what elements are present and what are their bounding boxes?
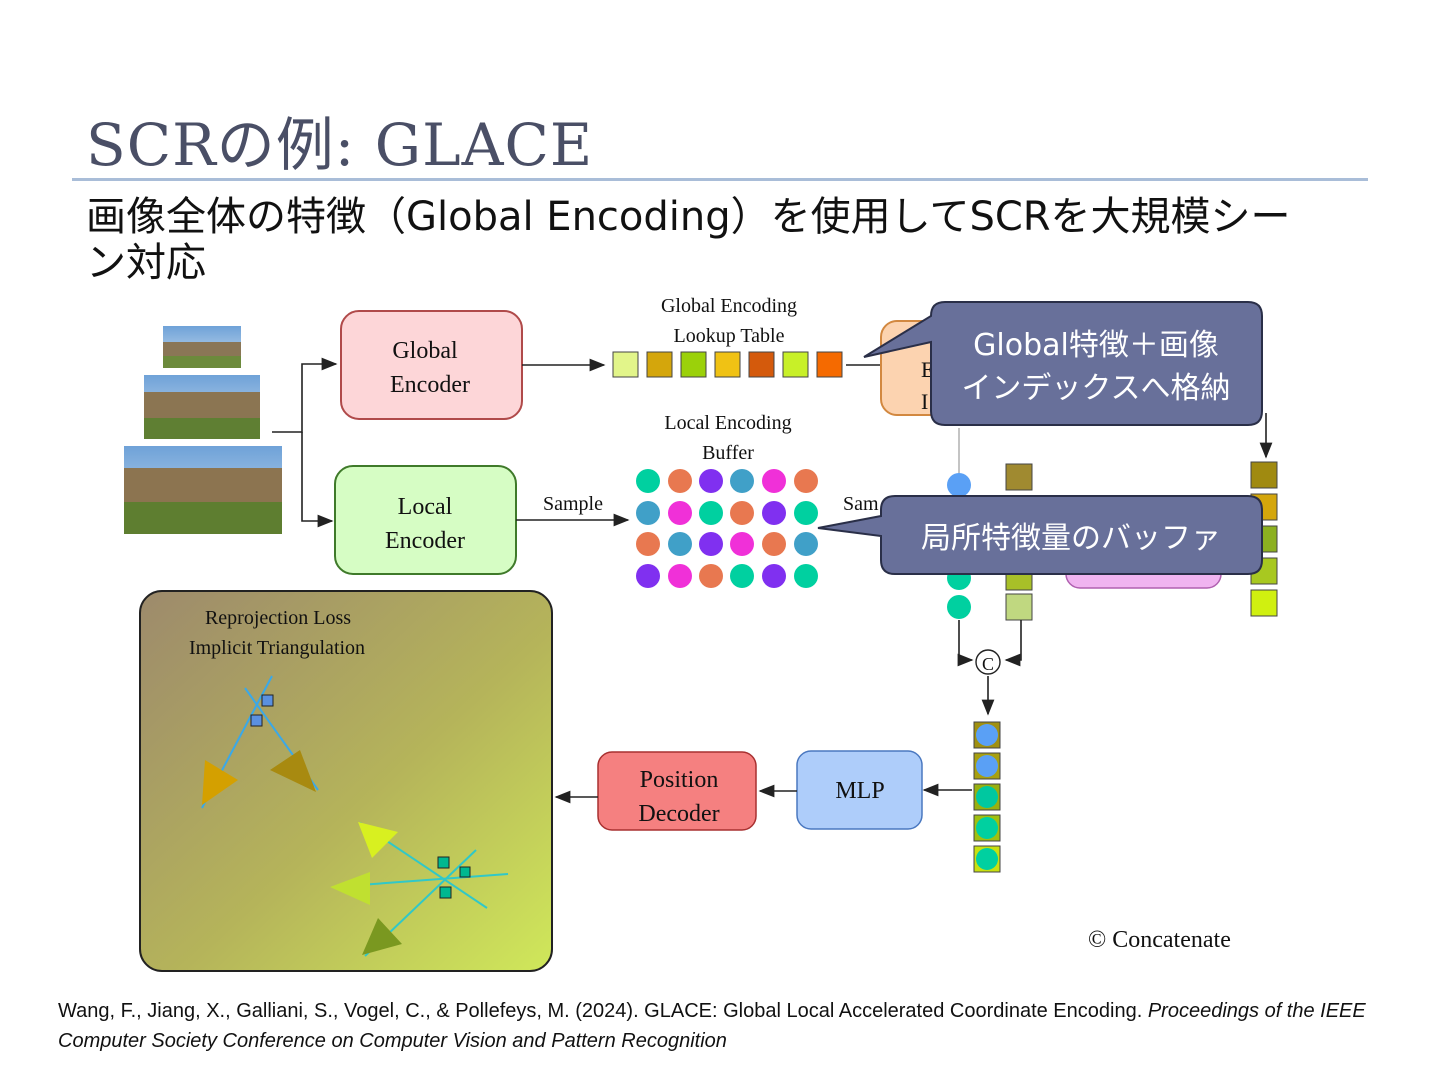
loss-label-1: Reprojection Loss (205, 607, 351, 629)
loss-label-2: Implicit Triangulation (189, 637, 365, 659)
concatenated-features (973, 721, 1001, 873)
callout-global: Global特徴＋画像 インデックスへ格納 (863, 301, 1263, 426)
concatenate-legend: © Concatenate (1088, 927, 1231, 953)
local-buffer-label-2: Buffer (702, 442, 754, 464)
slide-title: SCRの例: GLACE (86, 111, 594, 179)
callout-global-line-2: インデックスへ格納 (961, 371, 1230, 406)
input-branch-arrows (272, 357, 338, 528)
global-encoder-label-2: Encoder (390, 372, 470, 398)
global-lookup-table (612, 351, 843, 378)
hidden-box-text-2: I (921, 389, 928, 414)
global-table-label-1: Global Encoding (661, 295, 797, 317)
input-image-2 (144, 375, 260, 439)
position-decoder-label-2: Decoder (638, 801, 719, 827)
sampled-local-features (947, 473, 971, 619)
callout-local: 局所特徴量のバッファ (817, 495, 1263, 575)
citation-authors: Wang, F., Jiang, X., Galliani, S., Vogel… (58, 1000, 1148, 1022)
citation: Wang, F., Jiang, X., Galliani, S., Vogel… (58, 996, 1388, 1056)
position-decoder-box: Position Decoder (597, 751, 757, 831)
input-image-1 (163, 326, 241, 368)
slide-subtitle: 画像全体の特徴（Global Encoding）を使用してSCRを大規模シーン対… (86, 194, 1291, 286)
global-table-label-2: Lookup Table (674, 325, 785, 347)
reprojection-loss-panel: Reprojection Loss Implicit Triangulation (139, 590, 553, 972)
sample-label: Sample (543, 493, 603, 515)
concat-symbol (975, 649, 1001, 675)
callout-global-line-1: Global特徴＋画像 (973, 328, 1219, 363)
input-image-3 (124, 446, 282, 534)
concat-merge (957, 620, 1022, 716)
position-decoder-label-1: Position (640, 767, 719, 793)
global-encoder-label-1: Global (392, 338, 458, 364)
local-encoder-label-1: Local (398, 494, 453, 520)
mlp-box: MLP (796, 750, 923, 830)
mlp-label: MLP (835, 778, 884, 804)
callout-local-line-1: 局所特徴量のバッファ (921, 521, 1221, 556)
citation-venue: Proceedings of the IEEE Computer Society… (58, 1000, 1366, 1052)
local-encoding-buffer (636, 469, 818, 588)
title-divider (72, 178, 1368, 181)
local-encoder-box: Local Encoder (334, 465, 517, 575)
local-encoder-label-2: Encoder (385, 528, 465, 554)
global-encoder-box: Global Encoder (340, 310, 523, 420)
local-buffer-label-1: Local Encoding (664, 412, 791, 434)
concat-symbol-label: C (982, 654, 994, 674)
sample-label-partial: Sam (843, 493, 879, 515)
